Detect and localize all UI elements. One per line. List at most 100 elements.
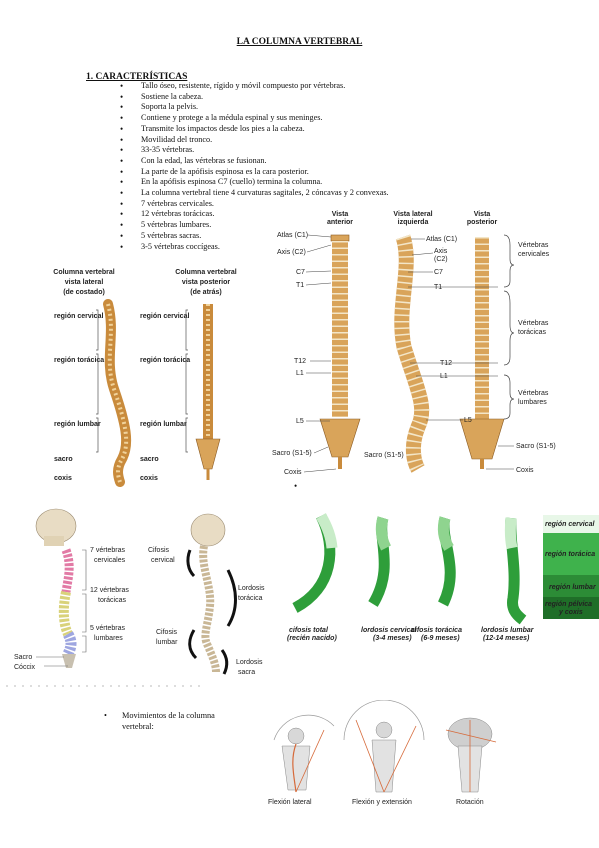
- curve-lumbar-lordosis: [504, 517, 527, 625]
- label-sacrum: Sacro (S1-5): [272, 450, 312, 457]
- label-sacrum-4: Sacro: [14, 654, 32, 661]
- view-anterior-header: Vista: [332, 211, 349, 218]
- caption-cervical-2: (3-4 meses): [373, 635, 412, 642]
- label-5-lumbar: 5 vértebras: [90, 625, 126, 632]
- list-item: Contiene y protege a la médula espinal y…: [120, 113, 389, 124]
- legend-lumbar: región lumbar: [549, 584, 597, 591]
- label-atlas: Atlas (C1): [277, 232, 308, 239]
- list-item: Transmite los impactos desde los pies a …: [120, 124, 389, 135]
- region-sacrum-label: sacro: [54, 456, 73, 463]
- caption-cervical: lordosis cervical: [361, 627, 417, 634]
- caption-lumbar: lordosis lumbar: [481, 627, 535, 634]
- region-coccyx-label-2: coxis: [140, 475, 158, 482]
- fig1-title-lateral-2: vista lateral: [65, 279, 104, 286]
- label-t12-2: T12: [440, 360, 452, 367]
- label-12-thoracic-2: torácicas: [98, 597, 127, 604]
- movements-label-1: Movimientos de la columna: [122, 711, 215, 720]
- region-legend: región cervical región torácica región l…: [543, 515, 599, 619]
- list-item: Sostiene la cabeza.: [120, 92, 389, 103]
- fig1-title-posterior-3: (de atrás): [190, 289, 222, 296]
- caption-total: cifosis total: [289, 627, 329, 634]
- legend-pelvic: región pélvica: [545, 601, 592, 608]
- colored-spine-drawing: [58, 548, 77, 668]
- curve-lumbar-kyphosis: Cifosis: [156, 629, 178, 636]
- curve-thoracic-lordosis: Lordosis: [238, 585, 265, 592]
- legend-thoracic: región torácica: [545, 551, 595, 558]
- region-thoracic-label-2: región torácica: [140, 357, 190, 364]
- rotation-drawing: [445, 717, 497, 793]
- list-item: 5 vértebras sacras.: [120, 231, 389, 242]
- curve-thoracic-kyphosis: [437, 516, 456, 607]
- list-item: 5 vértebras lumbares.: [120, 220, 389, 231]
- posterior-spine-drawing-2: [459, 237, 505, 469]
- region-sacrum-label-2: sacro: [140, 456, 159, 463]
- caption-lumbar-2: (12-14 meses): [483, 635, 530, 642]
- spine-regions-figure: Columna vertebral vista lateral (de cost…: [53, 269, 237, 487]
- posterior-labels: Sacro (S1-5) Coxis: [486, 443, 556, 474]
- view-posterior-header: Vista: [474, 211, 491, 218]
- curvature-development-figure: cifosis total (recién nacido) lordosis c…: [287, 513, 599, 642]
- label-t1-2: T1: [434, 284, 442, 291]
- label-t1: T1: [296, 282, 304, 289]
- caption-total-2: (recién nacido): [287, 635, 337, 642]
- characteristics-list: Tallo óseo, resistente, rígido y móvil c…: [120, 81, 389, 252]
- view-lateral-header: Vista lateral: [393, 211, 432, 218]
- anterior-labels: Atlas (C1) Axis (C2) C7 T1 T12 L1 L5 Sac…: [272, 232, 312, 476]
- list-item: Tallo óseo, resistente, rígido y móvil c…: [120, 81, 389, 92]
- list-item: Movilidad del tronco.: [120, 135, 389, 146]
- curve-total-kyphosis: [292, 513, 338, 613]
- caption-thoracic-2: (6-9 meses): [421, 635, 460, 642]
- caption-thoracic: cifosis torácica: [411, 627, 462, 634]
- curve-cervical-lordosis: [368, 516, 392, 607]
- lateral-labels: Atlas (C1) Axis (C2) C7 T1 T12 L1 L5 Sac…: [364, 236, 472, 459]
- spine-three-views-figure: Vista anterior Vista lateral izquierda V…: [272, 211, 556, 476]
- spine-curvatures-figure: 7 vértebras cervicales 12 vértebras torá…: [6, 508, 265, 687]
- group-brackets: [503, 234, 515, 420]
- label-c2-2: (C2): [434, 256, 448, 263]
- lateral-spine-drawing-2: [394, 234, 430, 473]
- legend-cervical: región cervical: [545, 521, 595, 528]
- curvature-skeleton-drawing: [186, 513, 237, 675]
- label-c7-2: C7: [434, 269, 443, 276]
- posterior-spine-drawing: [195, 304, 221, 480]
- fig1-title-posterior-1: Columna vertebral: [175, 269, 237, 276]
- curve-cervical-kyphosis: Cifosis: [148, 547, 170, 554]
- label-coccyx: Coxis: [284, 469, 302, 476]
- curve-cervical-kyphosis-2: cervical: [151, 557, 175, 564]
- fig1-title-lateral-1: Columna vertebral: [53, 269, 115, 276]
- flexion-extension-drawing: [343, 700, 425, 793]
- page-title: LA COLUMNA VERTEBRAL: [236, 37, 363, 47]
- label-coccyx-3: Coxis: [516, 467, 534, 474]
- label-c7: C7: [296, 269, 305, 276]
- label-t12: T12: [294, 358, 306, 365]
- caption-lateral-flexion: Flexión lateral: [268, 799, 312, 806]
- label-axis: Axis (C2): [277, 249, 306, 256]
- label-5-lumbar-2: lumbares: [94, 635, 123, 642]
- label-12-thoracic: 12 vértebras: [90, 587, 129, 594]
- region-thoracic-label: región torácica: [54, 357, 104, 364]
- list-item: Soporta la pelvis.: [120, 102, 389, 113]
- curve-thoracic-lordosis-2: torácica: [238, 595, 263, 602]
- view-posterior-header-2: posterior: [467, 219, 498, 226]
- label-atlas-2: Atlas (C1): [426, 236, 457, 243]
- movements-label-2: vertebral:: [122, 721, 154, 731]
- lateral-flexion-drawing: [273, 714, 335, 793]
- stray-bullet: •: [294, 481, 298, 491]
- label-sacrum-3: Sacro (S1-5): [516, 443, 556, 450]
- label-7-cervical-2: cervicales: [94, 557, 126, 564]
- legend-pelvic-2: y coxis: [558, 609, 583, 616]
- region-cervical-label-2: región cervical: [140, 313, 189, 320]
- label-coccyx-4: Cóccix: [14, 664, 36, 671]
- section-heading: 1. CARACTERÍSTICAS: [86, 72, 188, 82]
- list-item: Con la edad, las vértebras se fusionan.: [120, 156, 389, 167]
- view-anterior-header-2: anterior: [327, 219, 353, 226]
- curve-lumbar-kyphosis-2: lumbar: [156, 639, 178, 646]
- label-l1: L1: [296, 370, 304, 377]
- caption-rotation: Rotación: [456, 799, 484, 806]
- curve-sacral-lordosis: Lordosis: [236, 659, 263, 666]
- list-item: La parte de la apófisis espinosa es la c…: [120, 167, 389, 178]
- list-item: 33-35 vértebras.: [120, 145, 389, 156]
- list-item: 12 vértebras torácicas.: [120, 209, 389, 220]
- list-item: 7 vértebras cervicales.: [120, 199, 389, 210]
- group-cervical-2: cervicales: [518, 251, 550, 258]
